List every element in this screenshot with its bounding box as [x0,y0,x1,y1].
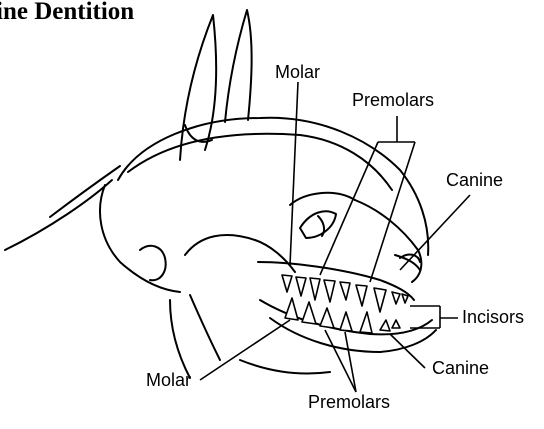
label-molar-top: Molar [275,62,320,83]
label-premolars-bottom: Premolars [308,392,390,413]
label-molar-bottom: Molar [146,370,191,391]
label-canine-top: Canine [446,170,503,191]
label-canine-bottom: Canine [432,358,489,379]
diagram-title: ine Dentition [0,0,134,26]
label-incisors: Incisors [462,307,524,328]
label-premolars-top: Premolars [352,90,434,111]
